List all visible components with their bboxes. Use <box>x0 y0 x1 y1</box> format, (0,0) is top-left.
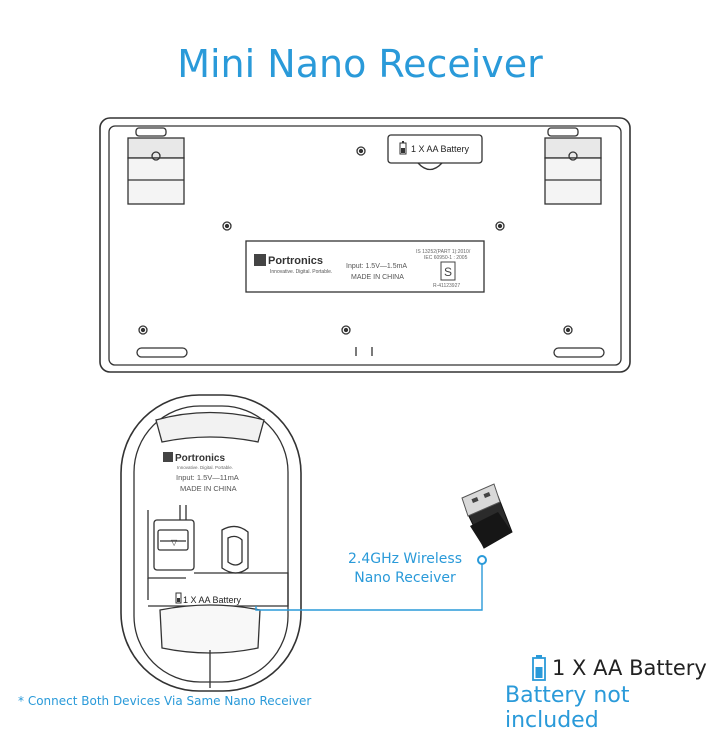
mouse-brand: Portronics <box>175 453 225 464</box>
battery-info-line: 1 X AA Battery <box>552 656 707 680</box>
mouse-battery-label: 1 X AA Battery <box>183 595 242 605</box>
keyboard-pad-right <box>553 347 605 358</box>
receiver-callout: 2.4GHz Wireless Nano Receiver <box>340 550 470 588</box>
receiver-connector-line <box>255 564 483 611</box>
keyboard-foot-left <box>127 127 185 205</box>
keyboard-tagline: Innovative. Digital. Portable. <box>270 269 332 275</box>
keyboard-standard-2: IEC 60950-1 : 2005 <box>424 255 468 261</box>
keyboard-foot-right <box>544 127 602 205</box>
keyboard-pad-left <box>136 347 188 358</box>
brand-logo-mark <box>254 254 266 266</box>
battery-icon <box>399 141 407 155</box>
keyboard-label-plate <box>245 240 485 293</box>
battery-info: 1 X AA Battery <box>532 655 707 681</box>
mouse-input-rating: Input: 1.5V—11mA <box>176 473 239 482</box>
screw-icon <box>138 146 573 335</box>
usb-receiver-icon <box>461 483 513 549</box>
callout-line-2: Nano Receiver <box>354 570 456 586</box>
keyboard-battery-compartment <box>387 134 483 171</box>
keyboard-bottom <box>99 117 631 373</box>
keyboard-reg-number: R-41123927 <box>433 283 460 289</box>
certification-mark-icon: S <box>440 261 456 281</box>
battery-icon <box>175 592 182 604</box>
keyboard-battery-label: 1 X AA Battery <box>411 144 470 154</box>
mouse-arrow-icon: ▽ <box>171 538 178 547</box>
receiver-connector-dot <box>477 555 487 565</box>
battery-not-included-note: Battery not included <box>505 683 630 733</box>
keyboard-made-in: MADE IN CHINA <box>351 274 404 281</box>
mouse-brand-logo-mark <box>163 452 173 462</box>
page-title: Mini Nano Receiver <box>177 42 543 86</box>
keyboard-standard: IS 13252(PART 1):2010/ <box>416 249 471 255</box>
footnote: * Connect Both Devices Via Same Nano Rec… <box>18 694 312 708</box>
mouse-made-in: MADE IN CHINA <box>180 484 237 493</box>
battery-icon <box>532 655 546 681</box>
callout-line-1: 2.4GHz Wireless <box>347 551 463 567</box>
keyboard-input-rating: Input: 1.5V—1.5mA <box>346 263 407 270</box>
svg-text:S: S <box>444 265 452 279</box>
mouse-tagline: Innovative. Digital. Portable. <box>177 465 233 470</box>
mouse-bottom <box>120 394 302 692</box>
keyboard-brand: Portronics <box>268 255 323 267</box>
